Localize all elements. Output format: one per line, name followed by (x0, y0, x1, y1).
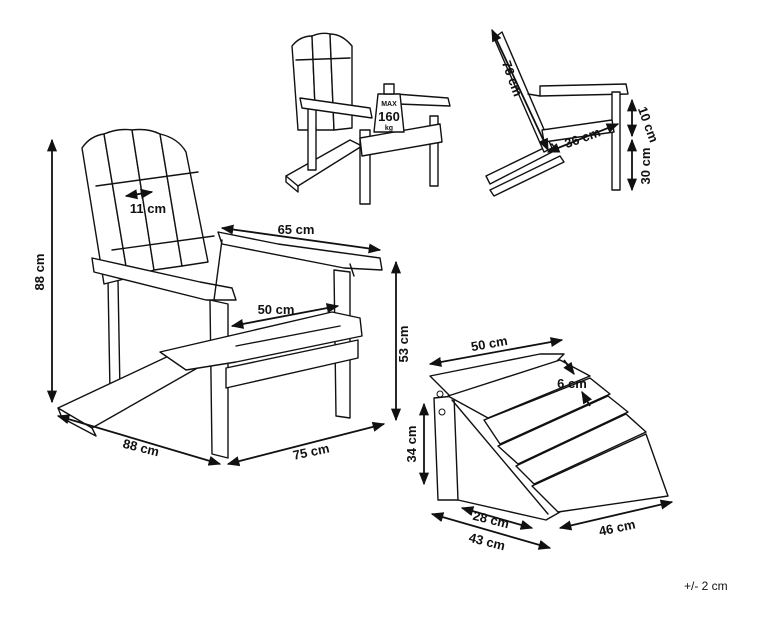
dim-slat-width: 11 cm (130, 201, 166, 216)
dim-depth-line (56, 414, 222, 466)
dim-ottoman-depth-line (430, 512, 552, 550)
main-chair-drawing (57, 128, 383, 459)
dim-slat-line (124, 188, 154, 200)
dim-ottoman-length-line (558, 499, 674, 531)
badge-max: MAX (381, 101, 397, 108)
dim-seatdepth-line (546, 123, 620, 153)
dim-width-line (226, 421, 386, 467)
badge-value: 160 (378, 109, 400, 124)
dim-ottoman-height: 34 cm (404, 426, 419, 463)
dim-ottoman-length: 46 cm (597, 516, 636, 538)
dim-ottoman-width-line (428, 337, 564, 367)
dim-slat-arrow-bottom (581, 390, 593, 407)
small-chair-front-view (285, 32, 451, 205)
dim-armrest-line (220, 224, 382, 254)
dim-chair-height: 88 cm (32, 254, 47, 291)
tolerance-note: +/- 2 cm (684, 579, 728, 593)
dim-seat-width: 50 cm (258, 302, 295, 317)
dim-ottoman-slat: 6 cm (557, 376, 587, 391)
dim-ottoman-width: 50 cm (470, 333, 509, 354)
badge-unit: kg (385, 125, 393, 132)
dim-seat-height: 30 cm (638, 148, 653, 185)
dim-slat-arrow-top (563, 359, 575, 376)
dim-chair-depth: 88 cm (121, 436, 160, 459)
dim-chair-width: 75 cm (291, 440, 330, 462)
dim-armrest-span: 65 cm (278, 222, 315, 237)
dim-seat-line (230, 303, 340, 329)
ottoman-drawing (429, 353, 669, 521)
dim-back-line (491, 28, 549, 152)
dim-armrest-gap: 10 cm (635, 105, 662, 145)
dim-armrest-height: 53 cm (396, 326, 411, 363)
max-weight-badge: MAX 160 kg (373, 83, 405, 133)
small-chair-side-view (485, 31, 629, 197)
